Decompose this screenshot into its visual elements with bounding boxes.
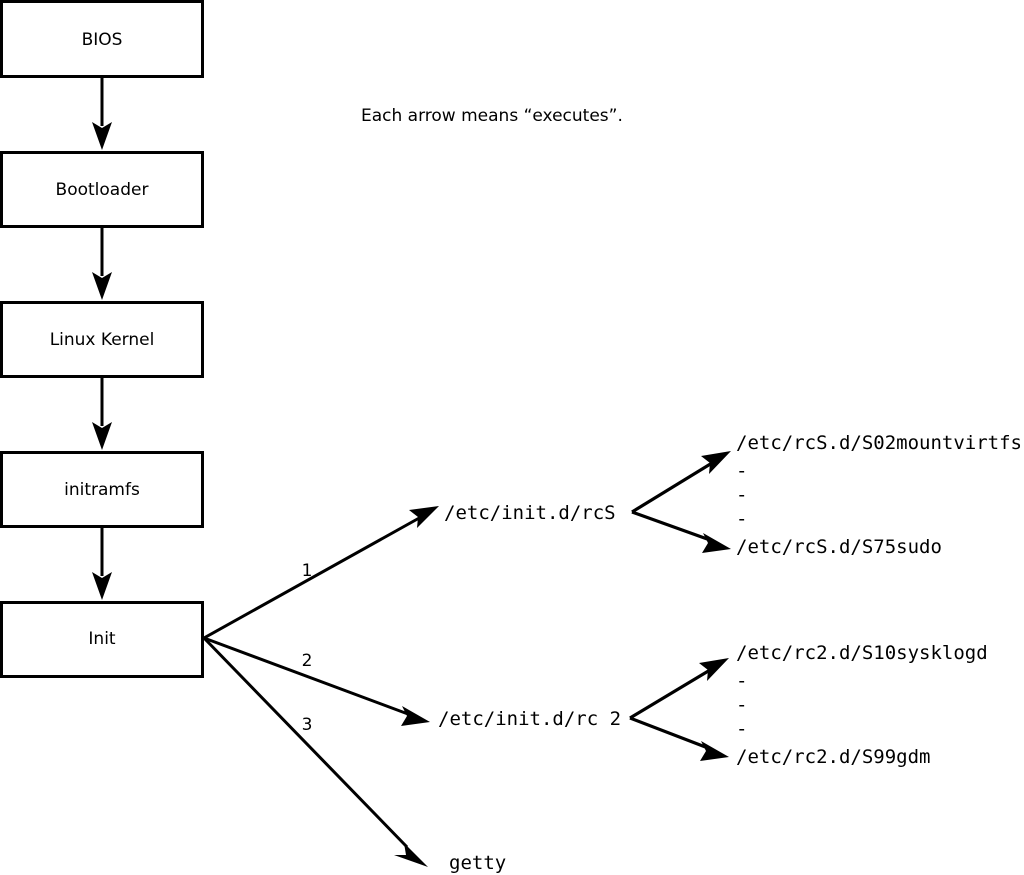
arrowhead-down-icon [92,422,112,450]
arrowhead-icon [401,706,430,726]
edge-label-2: 2 [302,651,313,671]
edge-bios-to-bootloader [92,77,112,150]
arrowhead-icon [409,506,439,528]
bootloader-box [0,151,204,228]
arrowhead-down-icon [92,122,112,150]
node-initramfs[interactable]: initramfs [0,451,204,528]
rcs-ellipsis-dash-2: - [736,484,747,506]
bios-label: BIOS [82,30,123,50]
target-rcs-label: /etc/init.d/rcS [444,502,616,524]
edge-init-to-getty [202,636,428,867]
linux-kernel-label: Linux Kernel [50,330,155,350]
rcs-ellipsis-dash-3: - [736,508,747,530]
arrowhead-icon [701,451,731,474]
linux-kernel-box [0,301,204,378]
node-bios[interactable]: BIOS [0,0,204,78]
init-box [0,601,204,678]
node-linux-kernel[interactable]: Linux Kernel [0,301,204,378]
bios-box [0,0,204,78]
edge-rcs-to-first-script [631,451,731,514]
arrowhead-icon [394,843,428,867]
edge-label-3: 3 [302,715,313,735]
edge-rcs-to-last-script [631,510,731,553]
rcs-child-last-label: /etc/rcS.d/S75sudo [736,536,942,558]
rcs-child-first-label: /etc/rcS.d/S02mountvirtfs [736,432,1022,454]
arrowhead-down-icon [92,572,112,600]
edge-kernel-to-initramfs [92,377,112,450]
target-rc2-label: /etc/init.d/rc 2 [438,708,621,730]
target-getty-label: getty [449,852,506,874]
edge-label-1: 1 [302,561,313,581]
arrowhead-icon [700,741,729,761]
edge-rc2-to-first-script [629,658,729,720]
initramfs-label: initramfs [64,480,140,500]
rcs-ellipsis-dash-1: - [736,460,747,482]
edge-init-to-rcs [203,506,439,640]
rc2-ellipsis-dash-2: - [736,694,747,716]
bootloader-label: Bootloader [56,180,149,200]
node-bootloader[interactable]: Bootloader [0,151,204,228]
rc2-ellipsis-dash-3: - [736,718,747,740]
initramfs-box [0,451,204,528]
edge-initramfs-to-init [92,527,112,600]
init-label: Init [88,629,116,649]
edge-rc2-to-last-script [629,716,729,761]
rc2-ellipsis-dash-1: - [736,670,747,692]
rc2-child-last-label: /etc/rc2.d/S99gdm [736,746,930,768]
rc2-child-first-label: /etc/rc2.d/S10sysklogd [736,642,988,664]
diagram-caption: Each arrow means “executes”. [361,106,623,126]
edge-bootloader-to-kernel [92,227,112,300]
arrowhead-down-icon [92,272,112,300]
node-init[interactable]: Init [0,601,204,678]
arrowhead-icon [699,658,729,681]
edge-init-to-rc2 [203,636,430,726]
arrowhead-icon [702,533,731,553]
